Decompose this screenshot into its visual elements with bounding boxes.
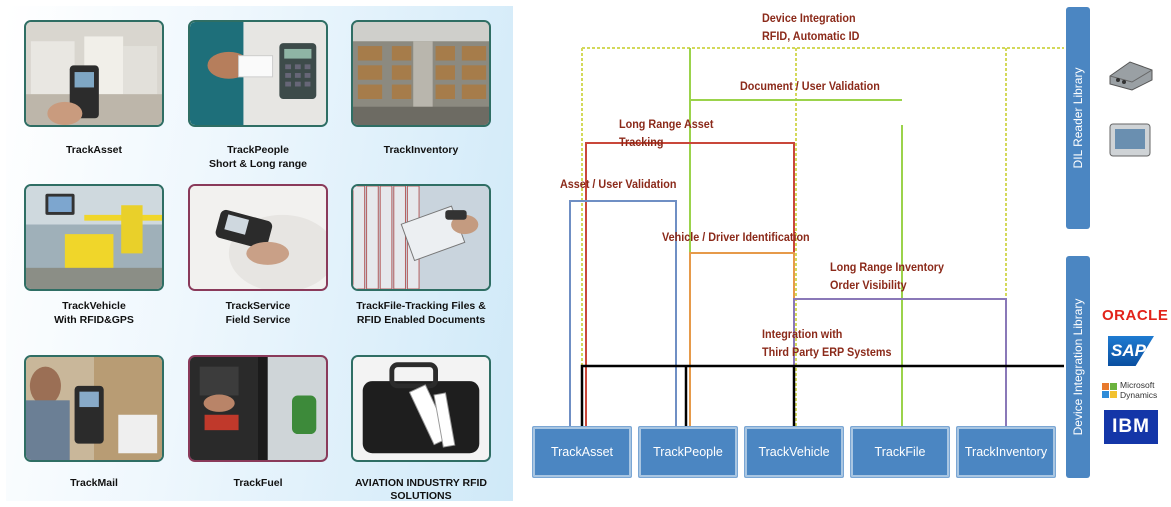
label-rfid-automatic-id: RFID, Automatic ID: [762, 29, 860, 43]
label-document-validation: Document / User Validation: [740, 79, 880, 93]
tile-caption-line2: Short & Long range: [209, 158, 307, 170]
microsoft-text: Microsoft: [1120, 380, 1155, 390]
oracle-logo: ORACLE: [1102, 307, 1169, 324]
tile-caption-line1: AVIATION INDUSTRY RFID: [354, 477, 488, 489]
rfid-reader-device-icon: [1106, 56, 1156, 94]
label-erp-systems: Third Party ERP Systems: [762, 345, 892, 359]
aviation-photo: [351, 355, 491, 462]
trackfile-photo: [351, 184, 491, 291]
tile-caption-line1: TrackInventory: [383, 144, 459, 156]
label-tracking: Tracking: [619, 135, 664, 149]
tile-caption-line1: TrackFuel: [233, 477, 283, 489]
tile-caption-line1: TrackVehicle: [62, 300, 126, 312]
tile-caption-line2: SOLUTIONS: [390, 490, 452, 502]
display-terminal-device-icon: [1108, 120, 1152, 160]
node-trackasset[interactable]: TrackAsset: [532, 426, 632, 478]
tile-caption-line2: Field Service: [225, 314, 291, 326]
tile-caption-line1: TrackPeople: [227, 144, 289, 156]
node-trackpeople[interactable]: TrackPeople: [638, 426, 738, 478]
microsoft-dynamics-logo: Microsoft Dynamics: [1102, 380, 1162, 402]
label-asset-user-validation: Asset / User Validation: [560, 177, 677, 191]
label-order-visibility: Order Visibility: [830, 278, 907, 292]
dynamics-flag-icon: [1102, 383, 1117, 398]
node-trackinventory[interactable]: TrackInventory: [956, 426, 1056, 478]
label-integration-with: Integration with: [762, 327, 843, 341]
dil-reader-library[interactable]: DIL Reader Library: [1066, 7, 1090, 229]
tile-caption-line2: With RFID&GPS: [54, 314, 134, 326]
trackinventory-photo: [351, 20, 491, 127]
ibm-logo-text: IBM: [1104, 416, 1158, 438]
device-integration-library[interactable]: Device Integration Library: [1066, 256, 1090, 478]
label-vehicle-driver: Vehicle / Driver Identification: [662, 230, 810, 244]
trackfuel-photo: [188, 355, 328, 462]
long-range-inventory-line: [793, 298, 1007, 428]
node-trackvehicle[interactable]: TrackVehicle: [744, 426, 844, 478]
label-long-range-asset: Long Range Asset: [619, 117, 714, 131]
tile-caption-line1: TrackFile-Tracking Files &: [356, 300, 486, 312]
label-device-integration: Device Integration: [762, 11, 856, 25]
label-long-range-inventory: Long Range Inventory: [830, 260, 945, 274]
tile-caption-line2: RFID Enabled Documents: [356, 314, 486, 326]
integration-diagram: Device Integration RFID, Automatic ID Do…: [524, 0, 1171, 507]
erp-integration-bus: [580, 364, 1064, 428]
connector-lines: [569, 47, 1064, 428]
trackmail-photo: [24, 355, 164, 462]
sap-logo-text: SAP: [1111, 341, 1146, 360]
node-trackfile[interactable]: TrackFile: [850, 426, 950, 478]
trackpeople-photo: [188, 20, 328, 127]
tile-caption-line1: TrackService: [225, 300, 291, 312]
dil-reader-library-label: DIL Reader Library: [1071, 67, 1085, 169]
product-tiles-panel: TrackAsset TrackPeople Short & Long rang…: [6, 6, 513, 502]
tile-caption-line1: TrackAsset: [65, 144, 123, 156]
trackvehicle-photo: [24, 184, 164, 291]
ibm-logo: IBM: [1104, 410, 1158, 444]
trackasset-photo: [24, 20, 164, 127]
asset-validation-line: [569, 200, 677, 428]
trackservice-photo: [188, 184, 328, 291]
device-integration-library-label: Device Integration Library: [1071, 298, 1085, 436]
dynamics-text: Dynamics: [1120, 390, 1158, 400]
tile-caption-line1: TrackMail: [70, 477, 118, 489]
